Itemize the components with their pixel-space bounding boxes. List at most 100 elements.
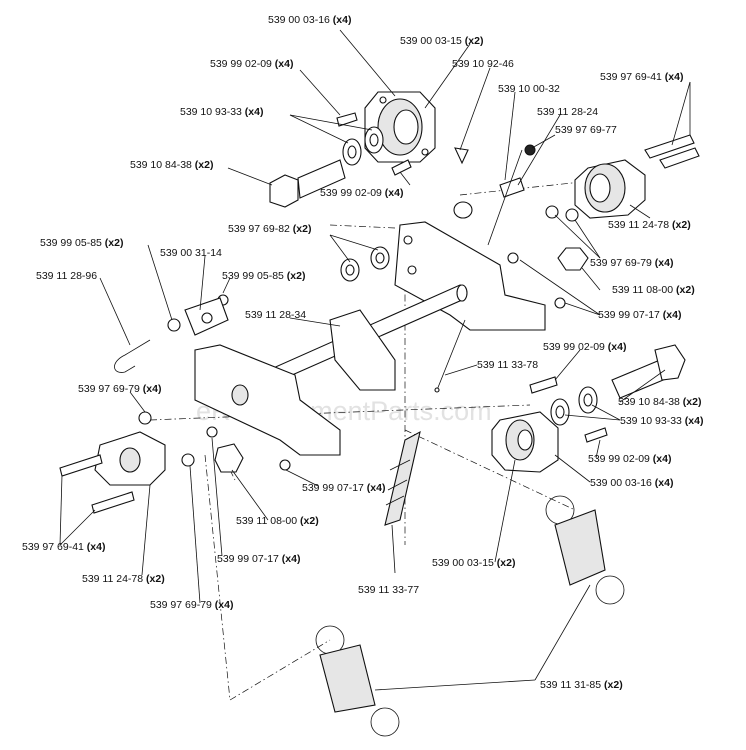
part-number: 539 11 24-78 [608, 219, 669, 231]
part-number: 539 99 05-85 [222, 270, 284, 282]
part-quantity: (x4) [650, 453, 672, 465]
part-quantity: (x2) [284, 270, 306, 282]
main-shaft [234, 284, 468, 399]
part-number: 539 99 02-09 [588, 453, 650, 465]
part-number: 539 97 69-79 [590, 257, 652, 269]
right-bolts-top [644, 134, 700, 169]
part-number: 539 97 69-79 [78, 383, 140, 395]
part-quantity: (x4) [364, 482, 386, 494]
part-quantity: (x4) [660, 309, 682, 321]
part-quantity: (x4) [382, 187, 404, 199]
part-number: 539 11 28-24 [537, 106, 598, 118]
right-lower-small-bolts [529, 376, 608, 443]
part-quantity: (x2) [601, 679, 623, 691]
part-quantity: (x4) [652, 257, 674, 269]
part-label-l07: 539 11 28-24 [537, 106, 598, 118]
part-quantity: (x4) [84, 541, 106, 553]
part-label-l09: 539 97 69-77 [555, 124, 617, 136]
part-number: 539 00 03-15 [432, 557, 494, 569]
part-number: 539 10 00-32 [498, 83, 560, 95]
part-number: 539 99 05-85 [40, 237, 102, 249]
part-number: 539 99 02-09 [543, 341, 605, 353]
part-label-l37: 539 11 31-85 (x2) [540, 679, 623, 691]
left-bolts [59, 454, 135, 514]
part-number: 539 99 07-17 [217, 553, 279, 565]
part-quantity: (x2) [143, 573, 165, 585]
part-number: 539 97 69-41 [22, 541, 84, 553]
part-label-l35: 539 11 33-77 [358, 584, 419, 596]
part-number: 539 11 24-78 [82, 573, 143, 585]
left-flange-bearing [94, 431, 166, 486]
part-label-l36: 539 97 69-79 (x4) [150, 599, 233, 611]
part-quantity: (x4) [652, 477, 674, 489]
part-label-l06: 539 97 69-41 (x4) [600, 71, 683, 83]
part-label-l17: 539 99 05-85 (x2) [222, 270, 305, 282]
part-number: 539 00 03-15 [400, 35, 462, 47]
part-label-l27: 539 99 02-09 (x4) [588, 453, 671, 465]
big-bolt-right [611, 344, 686, 399]
part-number: 539 97 69-77 [555, 124, 617, 136]
part-number: 539 00 03-16 [590, 477, 652, 489]
center-washers [340, 246, 390, 282]
part-label-l11: 539 99 02-09 (x4) [320, 187, 403, 199]
part-label-l19: 539 11 08-00 (x2) [612, 284, 695, 296]
part-number: 539 97 69-82 [228, 223, 290, 235]
part-label-l31: 539 11 08-00 (x2) [236, 515, 319, 527]
part-number: 539 11 28-34 [245, 309, 306, 321]
part-number: 539 11 33-78 [477, 359, 538, 371]
part-number: 539 99 02-09 [320, 187, 382, 199]
part-quantity: (x2) [673, 284, 695, 296]
part-number: 539 10 84-38 [618, 396, 680, 408]
part-label-l23: 539 11 33-78 [477, 359, 538, 371]
part-label-l02: 539 00 03-15 (x2) [400, 35, 483, 47]
part-number: 539 99 07-17 [598, 309, 660, 321]
right-lower-washers [550, 386, 598, 426]
j-hook [114, 339, 151, 373]
center-spring [384, 430, 421, 526]
part-label-l22: 539 99 02-09 (x4) [543, 341, 626, 353]
rod [434, 319, 466, 393]
lower-spring [315, 625, 400, 737]
part-label-l20: 539 11 28-34 [245, 309, 306, 321]
part-quantity: (x2) [669, 219, 691, 231]
leader-lines [59, 29, 691, 691]
part-label-l16: 539 97 69-79 (x4) [590, 257, 673, 269]
part-label-l01: 539 00 03-16 (x4) [268, 14, 351, 26]
part-label-l30: 539 97 69-41 (x4) [22, 541, 105, 553]
part-number: 539 11 08-00 [236, 515, 297, 527]
part-number: 539 11 08-00 [612, 284, 673, 296]
part-quantity: (x4) [279, 553, 301, 565]
part-number: 539 97 69-79 [150, 599, 212, 611]
part-label-l24: 539 97 69-79 (x4) [78, 383, 161, 395]
part-label-l12: 539 11 24-78 (x2) [608, 219, 691, 231]
pivot-bracket [184, 297, 229, 336]
big-bolt-left [269, 159, 346, 208]
bushing-and-pins [453, 147, 525, 246]
part-label-l34: 539 11 24-78 (x2) [82, 573, 165, 585]
part-quantity: (x4) [330, 14, 352, 26]
part-quantity: (x2) [297, 515, 319, 527]
part-label-l21: 539 99 07-17 (x4) [598, 309, 681, 321]
part-quantity: (x2) [494, 557, 516, 569]
part-quantity: (x2) [192, 159, 214, 171]
part-quantity: (x4) [272, 58, 294, 70]
part-label-l28: 539 99 07-17 (x4) [302, 482, 385, 494]
part-label-l08: 539 10 93-33 (x4) [180, 106, 263, 118]
right-lower-flange-bearing [491, 411, 559, 473]
part-quantity: (x2) [290, 223, 312, 235]
part-number: 539 00 31-14 [160, 247, 222, 259]
part-label-l25: 539 10 84-38 (x2) [618, 396, 701, 408]
top-washers [342, 126, 384, 166]
part-quantity: (x4) [605, 341, 627, 353]
part-quantity: (x4) [140, 383, 162, 395]
right-spring [545, 495, 625, 605]
part-number: 539 10 84-38 [130, 159, 192, 171]
part-quantity: (x2) [102, 237, 124, 249]
right-flange-bearing [574, 159, 646, 219]
part-number: 539 11 33-77 [358, 584, 419, 596]
part-number: 539 99 07-17 [302, 482, 364, 494]
part-number: 539 99 02-09 [210, 58, 272, 70]
part-label-l18: 539 11 28-96 [36, 270, 97, 282]
top-small-bolts [336, 112, 412, 176]
